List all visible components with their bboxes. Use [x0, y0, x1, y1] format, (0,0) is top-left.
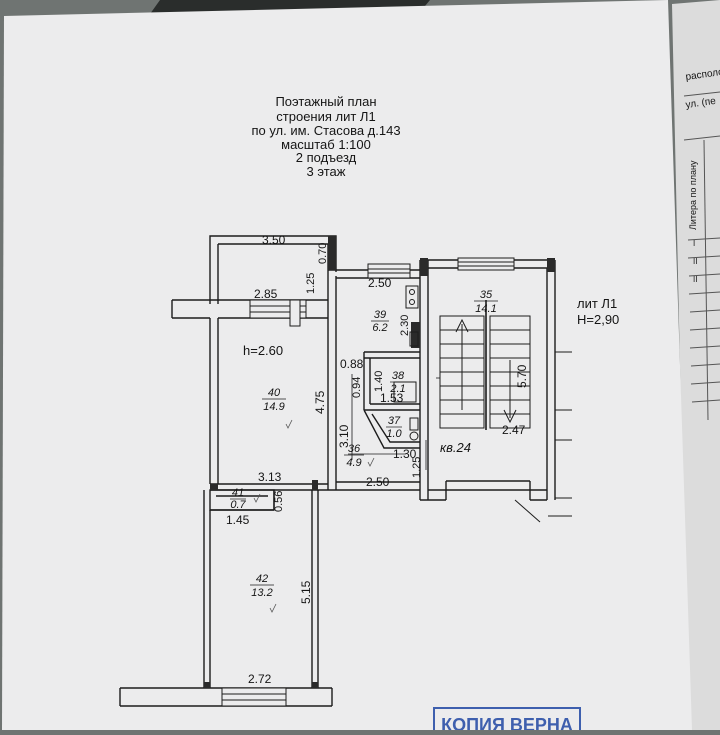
wall-blocks	[204, 236, 555, 688]
side-roman-3: II	[693, 275, 697, 284]
svg-text:4.9: 4.9	[346, 457, 361, 469]
dim-3-50: 3.50	[262, 233, 286, 247]
dim-1-45: 1.45	[226, 513, 250, 527]
svg-text:37: 37	[388, 415, 401, 427]
dimension-texts: 3.50 0.70 2.85 1.25 2.50 2.30 h=2.60 0.8…	[226, 233, 529, 686]
wall-block-corner-2	[312, 480, 318, 490]
window-room-39	[367, 263, 411, 279]
room-42-label: 42 13.2	[250, 573, 274, 599]
dim-0-94: 0.94	[351, 377, 363, 398]
wall-block-balcony	[328, 236, 336, 270]
dim-2-30: 2.30	[399, 315, 411, 336]
window-frame-mark	[289, 299, 301, 327]
dim-0-70: 0.70	[317, 243, 329, 264]
svg-text:35: 35	[480, 289, 493, 301]
dim-5-70: 5.70	[515, 364, 529, 388]
svg-text:14.9: 14.9	[263, 401, 284, 413]
dim-2-50-b: 2.50	[366, 475, 390, 489]
building-height-label: Н=2,90	[577, 312, 619, 327]
stove	[405, 285, 419, 309]
svg-text:2.1: 2.1	[389, 383, 405, 395]
apartment-label: кв.24	[440, 440, 471, 455]
title-line-1: Поэтажный план	[275, 94, 376, 109]
svg-text:36: 36	[348, 443, 361, 455]
svg-text:39: 39	[374, 309, 386, 321]
title-line-4: масштаб 1:100	[281, 137, 371, 152]
svg-text:41: 41	[232, 487, 244, 499]
room-40-label: 40 14.9	[262, 387, 286, 413]
vent-shaft	[411, 322, 420, 348]
wall-block-right-top	[547, 258, 555, 272]
fixtures	[393, 285, 419, 441]
side-vertical-label: Литера по плану	[688, 160, 698, 230]
check-marks	[253, 419, 375, 613]
dim-3-13: 3.13	[258, 470, 282, 484]
room-36-label: 36 4.9	[344, 443, 364, 469]
side-roman-1: I	[693, 239, 695, 248]
dim-1-53: 1.53	[380, 391, 404, 405]
side-page-table	[683, 91, 720, 421]
paper-sheet	[2, 0, 692, 730]
exterior-ticks	[514, 351, 572, 523]
title-line-2: строения лит Л1	[276, 109, 375, 124]
title-block: Поэтажный план строения лит Л1 по ул. им…	[251, 94, 400, 179]
dimension-lines	[348, 374, 440, 470]
room-41-label: 41 0.7	[230, 487, 247, 511]
title-line-5: 2 подъезд	[296, 150, 357, 165]
svg-text:14.1: 14.1	[475, 303, 496, 315]
dim-2-50-a: 2.50	[368, 276, 392, 290]
dim-0-88: 0.88	[340, 357, 364, 371]
room-35-label: 35 14.1	[474, 289, 498, 315]
svg-text:42: 42	[256, 573, 268, 585]
dim-2-72: 2.72	[248, 672, 272, 686]
room-38-label: 38 2.1	[389, 370, 406, 395]
wall-block-bottom-right	[312, 682, 318, 688]
dim-1-25-a: 1.25	[305, 273, 317, 294]
room-37-label: 37 1.0	[386, 415, 403, 440]
window-stair	[457, 257, 515, 271]
dim-0-56: 0.56	[273, 491, 285, 512]
side-roman-2: II	[693, 257, 697, 266]
wall-block-bottom-left	[204, 682, 210, 688]
wall-block-corner	[210, 484, 218, 490]
dim-1-40: 1.40	[373, 371, 385, 392]
dim-2-47: 2.47	[502, 423, 526, 437]
svg-text:1.0: 1.0	[386, 428, 402, 440]
stamp-text: КОПИЯ ВЕРНА	[441, 715, 573, 730]
toilet	[409, 417, 419, 431]
title-line-6: 3 этаж	[307, 164, 346, 179]
staircase	[439, 300, 531, 430]
svg-text:13.2: 13.2	[251, 587, 272, 599]
dim-1-30: 1.30	[393, 447, 417, 461]
side-header-fragment: располож	[685, 66, 720, 83]
room-39-label: 39 6.2	[371, 309, 389, 334]
dim-1-25-b: 1.25	[411, 457, 423, 478]
building-letter-label: лит Л1	[577, 296, 617, 311]
windows	[221, 257, 515, 707]
svg-text:6.2: 6.2	[372, 322, 387, 334]
svg-text:0.7: 0.7	[230, 499, 246, 511]
window-room-42	[221, 687, 287, 707]
dim-3-10: 3.10	[337, 424, 351, 448]
ceiling-height: h=2.60	[243, 343, 283, 358]
dim-2-85: 2.85	[254, 287, 278, 301]
dim-5-15: 5.15	[299, 580, 313, 604]
wall-block-top	[420, 258, 428, 276]
room-labels: 39 6.2 35 14.1 40 14.9 38 2.1 37 1.0 36 …	[230, 289, 498, 599]
svg-text:38: 38	[392, 370, 405, 382]
side-sub-fragment: ул. (пе	[685, 96, 717, 111]
svg-text:40: 40	[268, 387, 281, 399]
dim-4-75: 4.75	[313, 390, 327, 414]
title-line-3: по ул. им. Стасова д.143	[251, 123, 400, 138]
